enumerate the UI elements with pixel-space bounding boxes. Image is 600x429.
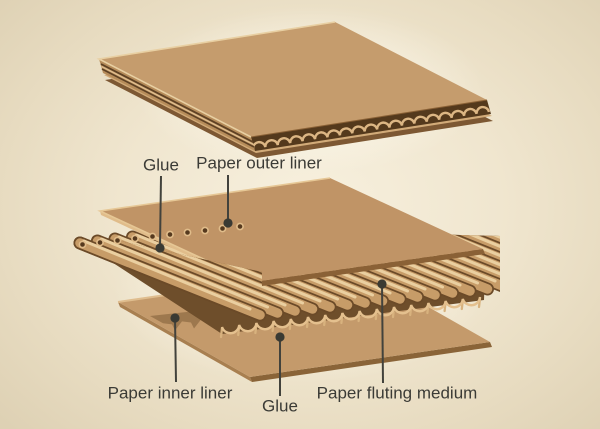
label-paper-outer-liner: Paper outer liner [196,153,322,173]
flute-tube-tip [166,230,174,239]
flute-tube-tip [236,222,244,231]
assembled-board-edge-shade [250,99,488,138]
flute-tube-tip [218,224,227,233]
flute-tube-tip [201,226,209,235]
label-paper-fluting-medium: Paper fluting medium [316,383,478,403]
leader-dot-inner-liner [170,313,180,323]
flute-tube-tip [148,232,157,241]
assembled-board-illustration [96,21,493,158]
leader-dot-outer-liner [223,218,233,228]
assembled-board-left-edge-layer [101,68,255,148]
inner-liner-front-edge [250,342,492,382]
label-glue-bottom: Glue [262,396,298,416]
leader-dots [155,218,387,342]
assembled-board-left-edge-layer [101,65,254,146]
leader-dot-glue-top [155,243,165,253]
leader-lines [159,175,384,396]
flute-tube-tip [113,236,122,245]
leader-dot-glue-bottom [275,332,285,342]
leader-dot-fluting-medium [377,279,387,289]
leader-line-inner-liner [174,317,177,383]
leader-line-glue-top [159,175,162,248]
inner-liner-left-edge [118,302,252,382]
flute-tube-tip [96,238,104,247]
exploded-stack-illustration [73,177,500,382]
outer-liner-edge-highlight [97,177,331,283]
outer-liner-face [100,178,483,282]
flute-tube-tip [131,234,139,243]
label-paper-inner-liner: Paper inner liner [107,383,233,403]
outer-liner-front-edge [253,249,485,287]
label-glue-top: Glue [143,155,179,175]
leader-line-fluting-medium [381,282,384,384]
assembled-board-edge-highlight [96,21,336,138]
fluting-tube-tips [78,222,244,249]
flute-tube-tip [183,228,192,237]
flute-tube-tip [78,240,87,249]
assembled-board-left-edge-layer [100,63,254,143]
assembled-board-flute-waves [251,105,491,150]
fluting-wave-edge [220,296,482,335]
